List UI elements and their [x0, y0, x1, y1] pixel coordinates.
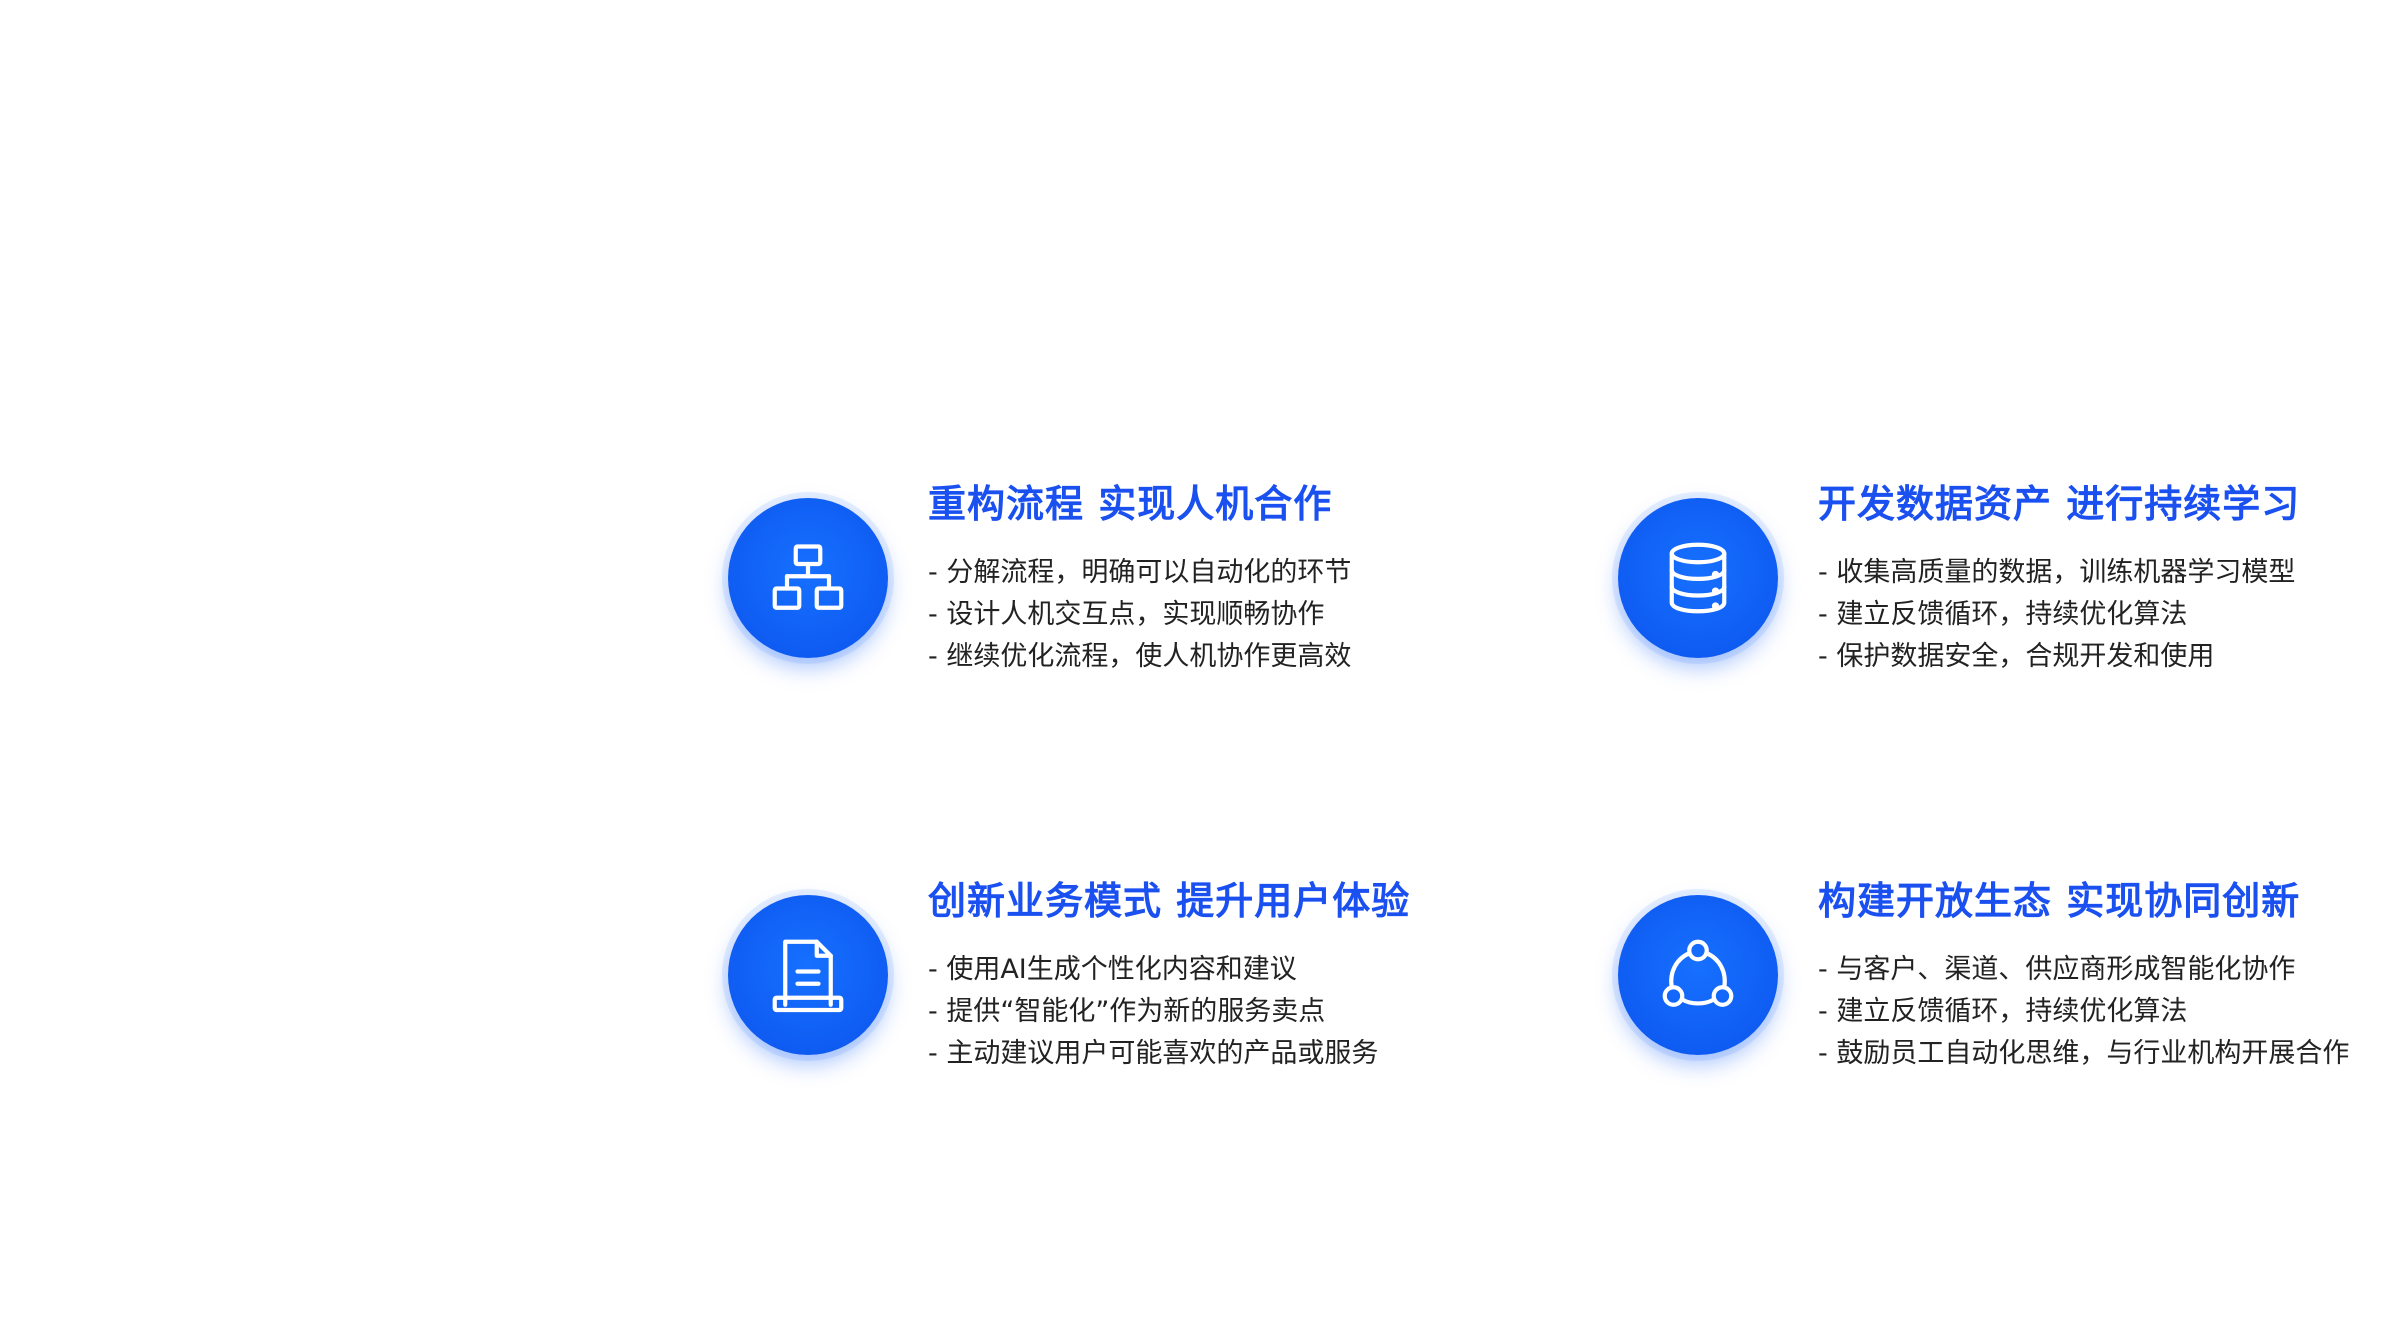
- list-item: - 保护数据安全，合规开发和使用: [1818, 641, 2215, 672]
- database-icon-badge: [1618, 498, 1778, 658]
- card-business-model: 创新业务模式 提升用户体验 - 使用AI生成个性化内容和建议 - 提供“智能化”…: [728, 877, 1578, 1117]
- card-bullet-list: - 与客户、渠道、供应商形成智能化协作 - 建立反馈循环，持续优化算法 - 鼓励…: [1818, 949, 2349, 1075]
- ecosystem-icon: [1662, 939, 1734, 1007]
- flowchart-icon-badge: [728, 498, 888, 658]
- list-item: - 主动建议用户可能喜欢的产品或服务: [928, 1038, 1379, 1069]
- card-title: 开发数据资产 进行持续学习: [1818, 482, 2301, 526]
- list-item: - 继续优化流程，使人机协作更高效: [928, 641, 1352, 672]
- list-item: - 使用AI生成个性化内容和建议: [928, 954, 1297, 985]
- card-data-assets: 开发数据资产 进行持续学习 - 收集高质量的数据，训练机器学习模型 - 建立反馈…: [1618, 480, 2400, 720]
- list-item: - 收集高质量的数据，训练机器学习模型: [1818, 557, 2296, 588]
- database-icon: [1669, 542, 1727, 614]
- list-item: - 提供“智能化”作为新的服务卖点: [928, 996, 1326, 1027]
- list-item: - 与客户、渠道、供应商形成智能化协作: [1818, 954, 2296, 985]
- card-title: 构建开放生态 实现协同创新: [1818, 879, 2301, 923]
- flowchart-icon: [772, 544, 844, 610]
- card-open-ecosystem: 构建开放生态 实现协同创新 - 与客户、渠道、供应商形成智能化协作 - 建立反馈…: [1618, 877, 2400, 1117]
- card-title: 创新业务模式 提升用户体验: [928, 879, 1411, 923]
- card-bullet-list: - 收集高质量的数据，训练机器学习模型 - 建立反馈循环，持续优化算法 - 保护…: [1818, 552, 2295, 678]
- card-title: 重构流程 实现人机合作: [928, 482, 1333, 526]
- ecosystem-icon-badge: [1618, 895, 1778, 1055]
- card-bullet-list: - 使用AI生成个性化内容和建议 - 提供“智能化”作为新的服务卖点 - 主动建…: [928, 949, 1378, 1075]
- document-icon: [772, 939, 844, 1013]
- list-item: - 分解流程，明确可以自动化的环节: [928, 557, 1352, 588]
- card-bullet-list: - 分解流程，明确可以自动化的环节 - 设计人机交互点，实现顺畅协作 - 继续优…: [928, 552, 1351, 678]
- document-icon-badge: [728, 895, 888, 1055]
- card-restructure-process: 重构流程 实现人机合作 - 分解流程，明确可以自动化的环节 - 设计人机交互点，…: [728, 480, 1578, 720]
- list-item: - 建立反馈循环，持续优化算法: [1818, 599, 2188, 630]
- list-item: - 鼓励员工自动化思维，与行业机构开展合作: [1818, 1038, 2350, 1069]
- list-item: - 设计人机交互点，实现顺畅协作: [928, 599, 1325, 630]
- list-item: - 建立反馈循环，持续优化算法: [1818, 996, 2188, 1027]
